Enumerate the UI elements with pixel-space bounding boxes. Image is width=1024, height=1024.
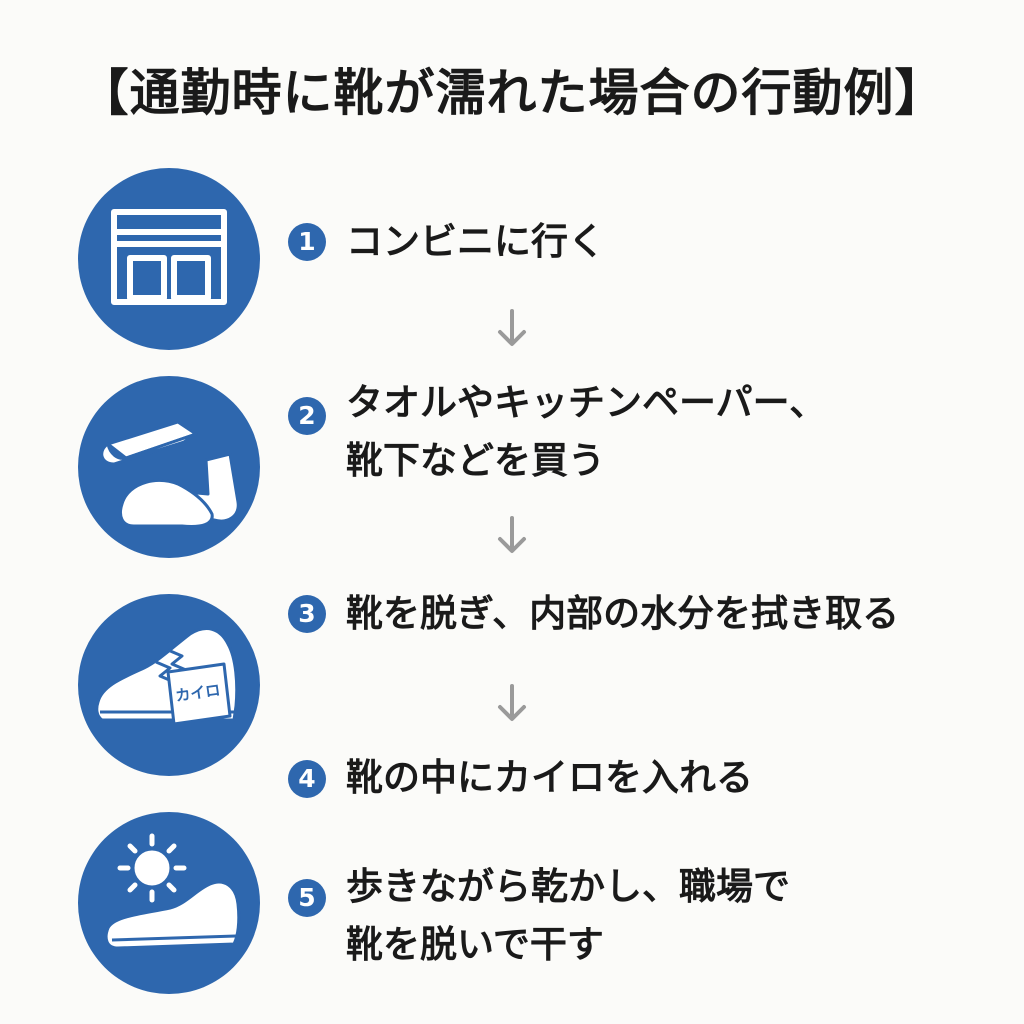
step-5-line-2: 靴を脱いで干す bbox=[346, 923, 604, 966]
step-5-line-1: 歩きながら乾かし、職場で bbox=[346, 865, 790, 908]
step-1-line-1: コンビニに行く bbox=[346, 220, 605, 263]
step-2-text: タオルやキッチンペーパー、 靴下などを買う bbox=[346, 374, 1006, 490]
step-number-badge: 1 bbox=[288, 223, 326, 261]
step-1-text: コンビニに行く bbox=[346, 213, 1006, 271]
step-4-line-1: 靴の中にカイロを入れる bbox=[346, 756, 753, 799]
towel-and-socks-icon bbox=[78, 376, 260, 558]
sun-and-shoe-icon bbox=[78, 812, 260, 994]
down-arrow-icon bbox=[498, 684, 526, 721]
step-number-badge: 2 bbox=[288, 397, 326, 435]
step-3-line-1: 靴を脱ぎ、内部の水分を拭き取る bbox=[346, 592, 900, 635]
shoe-with-kairo-icon: カイロ bbox=[78, 594, 260, 776]
step-number-badge: 5 bbox=[288, 879, 326, 917]
convenience-store-icon bbox=[78, 168, 260, 350]
step-2-line-1: タオルやキッチンペーパー、 bbox=[346, 381, 827, 424]
step-3-text: 靴を脱ぎ、内部の水分を拭き取る bbox=[346, 585, 1006, 643]
step-5-text: 歩きながら乾かし、職場で 靴を脱いで干す bbox=[346, 858, 1006, 974]
step-number-badge: 4 bbox=[288, 760, 326, 798]
down-arrow-icon bbox=[498, 516, 526, 553]
step-4-text: 靴の中にカイロを入れる bbox=[346, 749, 1006, 807]
step-2-line-2: 靴下などを買う bbox=[346, 439, 605, 482]
page-title: 【通勤時に靴が濡れた場合の行動例】 bbox=[78, 64, 946, 122]
step-number-badge: 3 bbox=[288, 595, 326, 633]
down-arrow-icon bbox=[498, 309, 526, 346]
